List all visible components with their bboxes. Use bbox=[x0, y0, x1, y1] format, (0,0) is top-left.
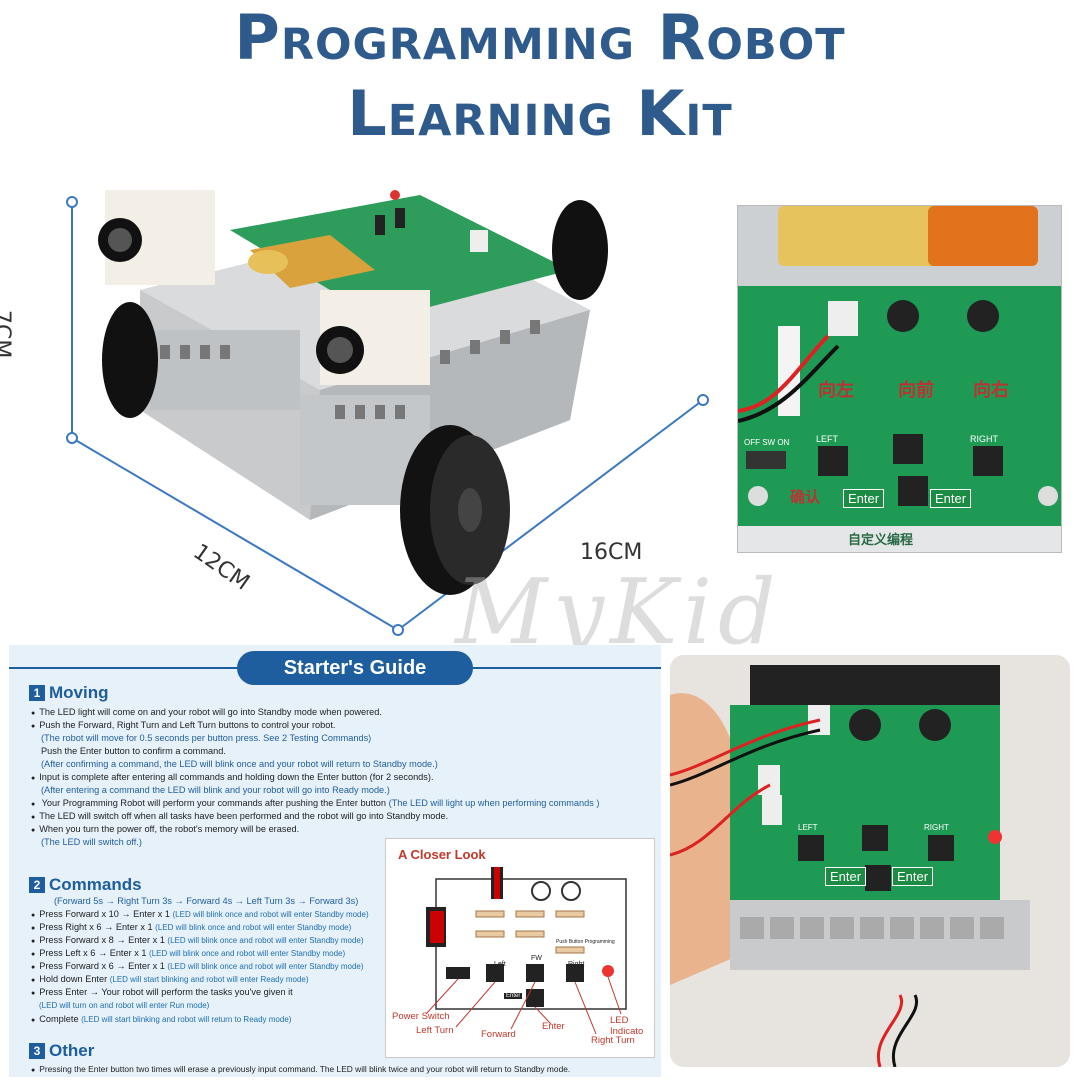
command-row: Hold down Enter (LED will start blinking… bbox=[31, 973, 309, 987]
moving-line: Push the Forward, Right Turn and Left Tu… bbox=[31, 719, 335, 733]
command-row: Press Enter → Your robot will perform th… bbox=[31, 986, 293, 1000]
section-number: 3 bbox=[29, 1043, 45, 1059]
command-row: Press Forward x 6 → Enter x 1 (LED will … bbox=[31, 960, 364, 974]
left-label: LEFT bbox=[816, 434, 839, 444]
command-text: Hold down Enter bbox=[39, 974, 108, 984]
moving-line: (The LED will switch off.) bbox=[41, 837, 142, 847]
command-text: Press Forward x 6 → Enter x 1 bbox=[39, 961, 165, 971]
switch-label: OFF SW ON bbox=[744, 438, 790, 447]
robot-illustration bbox=[98, 190, 608, 595]
command-row: Press Forward x 10 → Enter x 1 (LED will… bbox=[31, 908, 369, 922]
label-turn-left-cn: 向左 bbox=[818, 380, 854, 401]
closer-look-board-diagram bbox=[425, 867, 627, 1035]
section-title: Moving bbox=[49, 683, 109, 702]
board-label-push-button: Push Button Programming bbox=[556, 939, 615, 945]
enter-label-left-bottom: Enter bbox=[825, 867, 867, 886]
other-line: Pressing the Enter button two times will… bbox=[31, 1063, 570, 1077]
section-number: 2 bbox=[29, 877, 45, 893]
moving-line: Push the Enter button to confirm a comma… bbox=[41, 746, 226, 756]
handheld-board-photo: Enter Enter LEFT RIGHT bbox=[670, 655, 1070, 1067]
command-note: (LED will start blinking and robot will … bbox=[81, 1015, 292, 1024]
handheld-board-graphic bbox=[670, 655, 1070, 1067]
board-label-right: Right bbox=[568, 961, 585, 968]
board-label-enter: Enter bbox=[504, 993, 523, 999]
closer-look-box: A Closer Look Left FW Right Enter Pu bbox=[385, 838, 655, 1058]
callout-left-turn: Left Turn bbox=[416, 1025, 454, 1036]
moving-line: (The robot will move for 0.5 seconds per… bbox=[41, 733, 372, 743]
command-row: (LED will turn on and robot will enter R… bbox=[39, 999, 209, 1012]
board-label-left: Left bbox=[494, 961, 506, 968]
command-text: Press Right x 6 → Enter x 1 bbox=[39, 922, 153, 932]
moving-line: The LED will switch off when all tasks h… bbox=[31, 810, 448, 824]
left-label-bottom: LEFT bbox=[798, 823, 818, 832]
command-note: (LED will blink once and robot will ente… bbox=[167, 962, 364, 971]
page-title-line-1: Programming Robot bbox=[234, 1, 846, 74]
command-text: Complete bbox=[39, 1014, 79, 1024]
section-number: 1 bbox=[29, 685, 45, 701]
command-note: (LED will blink once and robot will ente… bbox=[167, 936, 364, 945]
command-note: (LED will blink once and robot will ente… bbox=[155, 923, 352, 932]
callout-led-indicator: LED Indicato bbox=[610, 1015, 644, 1037]
command-text: Press Forward x 10 → Enter x 1 bbox=[39, 909, 170, 919]
command-row: Press Right x 6 → Enter x 1 (LED will bl… bbox=[31, 921, 351, 935]
closer-look-heading: A Closer Look bbox=[398, 847, 486, 862]
moving-line: When you turn the power off, the robot's… bbox=[31, 823, 299, 837]
label-confirm-cn: 确认 bbox=[790, 488, 821, 506]
command-note: (LED will start blinking and robot will … bbox=[109, 975, 309, 984]
section-title: Commands bbox=[49, 875, 142, 894]
length-dimension-label: 16CM bbox=[580, 540, 643, 565]
page-title-line-2: Learning Kit bbox=[347, 77, 733, 150]
command-text: Press Forward x 8 → Enter x 1 bbox=[39, 935, 165, 945]
command-note: (LED will blink once and robot will ente… bbox=[149, 949, 346, 958]
moving-line-note: (The LED will light up when performing c… bbox=[388, 798, 600, 808]
moving-line-main: Your Programming Robot will perform your… bbox=[41, 798, 386, 808]
command-row: Press Forward x 8 → Enter x 1 (LED will … bbox=[31, 934, 364, 948]
callout-enter: Enter bbox=[542, 1021, 565, 1032]
command-note: (LED will blink once and robot will ente… bbox=[172, 910, 369, 919]
section-title: Other bbox=[49, 1041, 95, 1060]
enter-label-left: Enter bbox=[843, 489, 885, 508]
command-text: Press Enter → Your robot will perform th… bbox=[39, 987, 293, 997]
enter-label-right-bottom: Enter bbox=[892, 867, 934, 886]
label-turn-right-cn: 向右 bbox=[973, 380, 1009, 401]
moving-line: (After entering a command the LED will b… bbox=[41, 785, 390, 795]
moving-line: Your Programming Robot will perform your… bbox=[31, 797, 600, 811]
command-text: Press Left x 6 → Enter x 1 bbox=[39, 948, 147, 958]
label-custom-programming-cn: 自定义编程 bbox=[848, 533, 914, 548]
command-note: (LED will turn on and robot will enter R… bbox=[39, 1001, 210, 1010]
command-row: Complete (LED will start blinking and ro… bbox=[31, 1013, 291, 1027]
moving-line: Input is complete after entering all com… bbox=[31, 771, 433, 785]
circuit-board-photo: 向左 向前 向右 确认 自定义编程 Enter Enter LEFT RIGHT… bbox=[737, 205, 1062, 553]
callout-right-turn: Right Turn bbox=[591, 1035, 635, 1046]
right-label-bottom: RIGHT bbox=[924, 823, 949, 832]
label-forward-cn: 向前 bbox=[898, 380, 934, 401]
moving-line: (After confirming a command, the LED wil… bbox=[41, 759, 438, 769]
callout-forward: Forward bbox=[481, 1029, 516, 1040]
commands-intro: (Forward 5s → Right Turn 3s → Forward 4s… bbox=[54, 896, 359, 906]
guide-heading: Starter's Guide bbox=[237, 651, 473, 685]
moving-line: The LED light will come on and your robo… bbox=[31, 706, 382, 720]
robot-dimension-diagram bbox=[66, 190, 709, 636]
right-label: RIGHT bbox=[970, 434, 998, 444]
enter-label-right: Enter bbox=[930, 489, 972, 508]
circuit-board-graphic bbox=[738, 206, 1061, 552]
callout-power-switch: Power Switch bbox=[392, 1011, 450, 1022]
command-row: Press Left x 6 → Enter x 1 (LED will bli… bbox=[31, 947, 345, 961]
height-dimension-label: 7CM bbox=[0, 310, 14, 359]
board-label-forward: FW bbox=[531, 955, 542, 962]
